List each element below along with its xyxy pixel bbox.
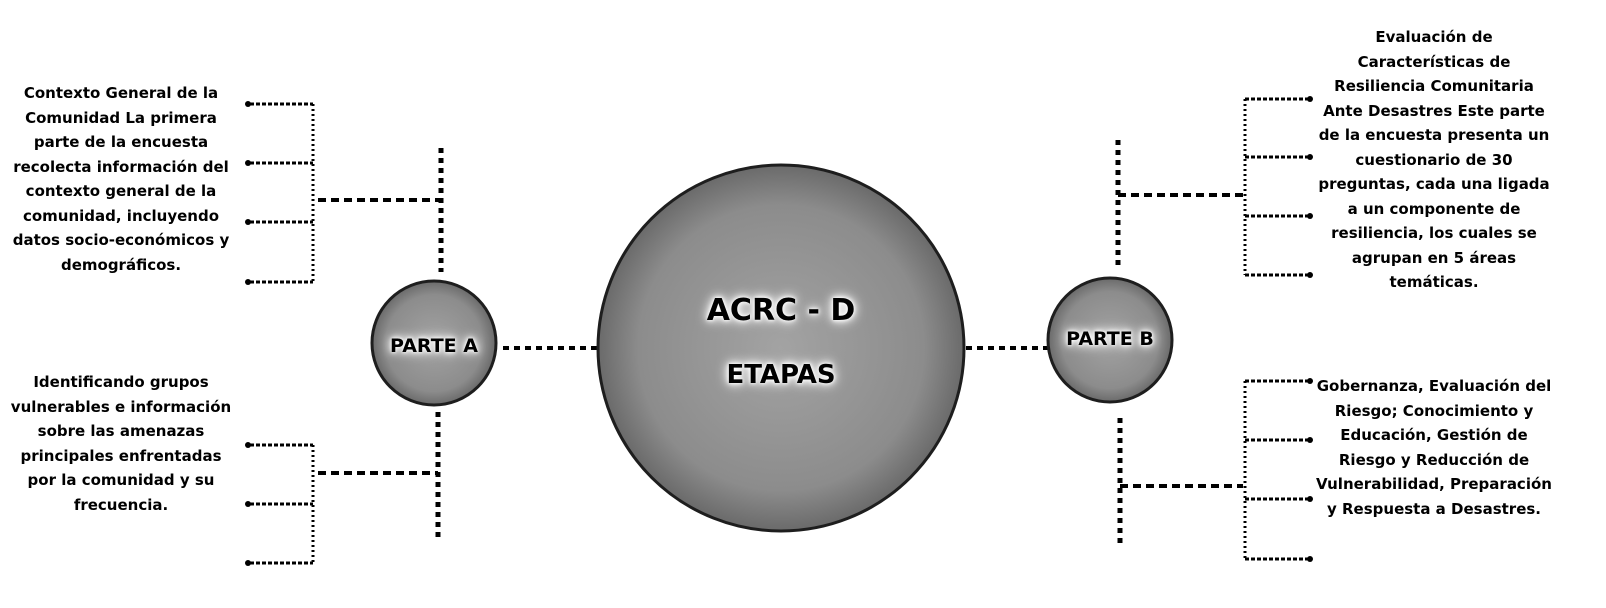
parte-b-top-dot-3 [1307,213,1313,219]
parte-a-label: PARTE A [390,335,478,357]
parte-a-top-dot-4 [245,279,251,285]
parte-b-top-dot-1 [1307,96,1313,102]
center-circle [596,163,966,533]
parte-b-top-endpoints [1307,96,1313,278]
parte-b-circle [1046,276,1174,404]
parte-a-top-endpoints [245,101,251,285]
parte-a-top-text: Contexto General de la Comunidad La prim… [12,84,230,274]
parte-b-bottom-dot-4 [1307,556,1313,562]
parte-b-top-dot-4 [1307,272,1313,278]
parte-a-bottom-dot-1 [245,442,251,448]
parte-a-bottom-branch [250,412,441,565]
parte-a-top-dot-3 [245,219,251,225]
parte-a-bottom-endpoints [245,442,251,566]
parte-b-label: PARTE B [1066,328,1154,350]
parte-a-top-dot-2 [245,160,251,166]
parte-a-bottom-text: Identificando grupos vulnerables e infor… [10,373,232,514]
center-subtitle: ETAPAS [726,360,836,390]
parte-a-circle [370,279,498,407]
parte-a-top-dot-1 [245,101,251,107]
parte-b-bottom-dot-2 [1307,437,1313,443]
parte-b-bottom-dot-1 [1307,378,1313,384]
parte-b-top-text: Evaluación de Características de Resilie… [1318,28,1550,291]
parte-b-bottom-endpoints [1307,378,1313,562]
parte-a-bottom-dot-2 [245,501,251,507]
parte-a-top-branch [250,102,444,284]
center-title: ACRC - D [706,293,856,328]
parte-b-bottom-dot-3 [1307,496,1313,502]
parte-b-top-branch [1115,97,1308,277]
parte-b-bottom-branch [1117,379,1308,561]
parte-b-top-dot-2 [1307,154,1313,160]
parte-a-bottom-dot-3 [245,560,251,566]
parte-b-bottom-text: Gobernanza, Evaluación del Riesgo; Conoc… [1316,377,1552,518]
